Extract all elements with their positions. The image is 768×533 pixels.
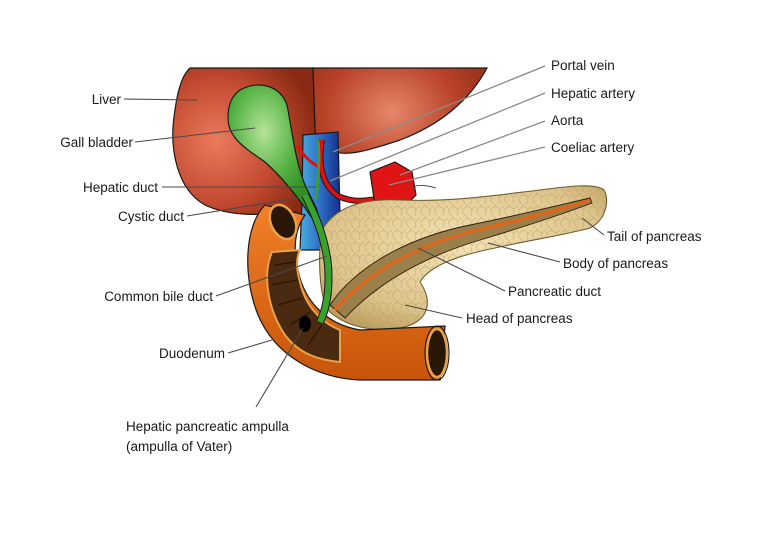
duodenum bbox=[247, 203, 450, 381]
label-ampulla-line2: (ampulla of Vater) bbox=[126, 439, 232, 454]
pancreatic-duct bbox=[333, 198, 591, 312]
label-ampulla-line1: Hepatic pancreatic ampulla bbox=[126, 419, 289, 434]
label-pancreatic-duct: Pancreatic duct bbox=[508, 284, 601, 299]
label-duodenum: Duodenum bbox=[159, 346, 225, 361]
label-aorta: Aorta bbox=[551, 113, 584, 128]
pancreas bbox=[319, 185, 608, 331]
label-portal-vein: Portal vein bbox=[551, 58, 615, 73]
label-liver: Liver bbox=[92, 92, 122, 107]
label-coeliac-artery: Coeliac artery bbox=[551, 140, 635, 155]
label-head-of-pancreas: Head of pancreas bbox=[466, 311, 573, 326]
leader-lines bbox=[123, 65, 605, 408]
label-hepatic-duct: Hepatic duct bbox=[83, 180, 158, 195]
hepatic-duct bbox=[314, 139, 321, 201]
label-hepatic-artery: Hepatic artery bbox=[551, 86, 635, 101]
ampulla-of-vater bbox=[299, 316, 311, 332]
label-gall-bladder: Gall bladder bbox=[60, 135, 133, 150]
label-cystic-duct: Cystic duct bbox=[118, 209, 184, 224]
label-common-bile-duct: Common bile duct bbox=[104, 289, 213, 304]
label-tail-of-pancreas: Tail of pancreas bbox=[607, 229, 702, 244]
label-body-of-pancreas: Body of pancreas bbox=[563, 256, 668, 271]
